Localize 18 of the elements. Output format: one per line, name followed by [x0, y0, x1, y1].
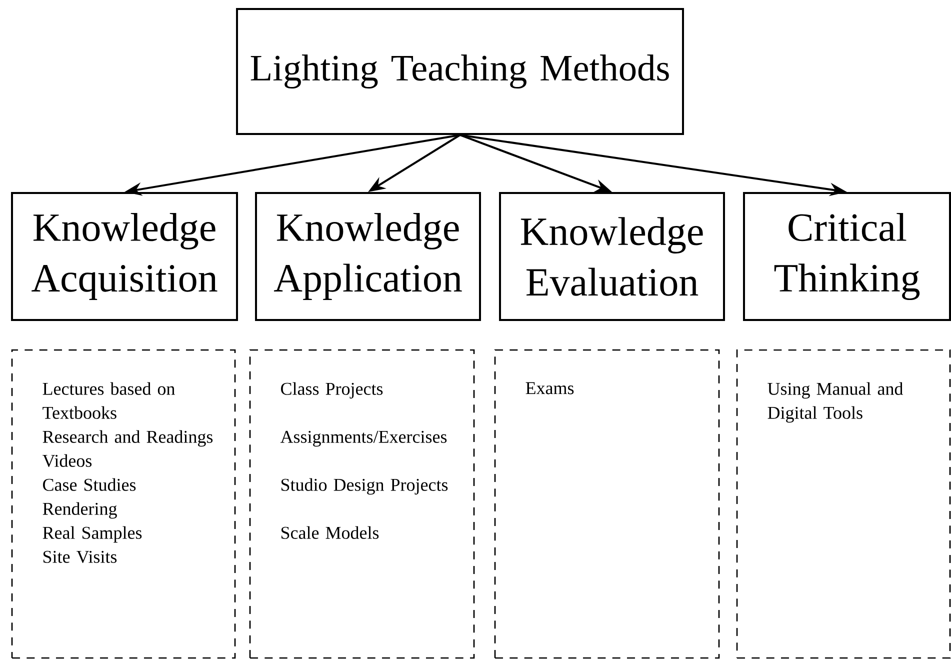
- list-item: Exams: [526, 382, 574, 394]
- category-box: Critical Thinking: [743, 192, 951, 321]
- list-item: Videos: [42, 454, 92, 468]
- list-item: Site Visits: [43, 550, 117, 564]
- list-item: Real Samples: [42, 526, 142, 543]
- list-item: Using Manual and Digital Tools: [768, 382, 904, 423]
- list-item: Case Studies: [43, 478, 136, 491]
- list-item: Studio Design Projects: [281, 478, 448, 495]
- category-box: Knowledge Acquisition: [11, 192, 238, 321]
- list-item: Assignments/Exercises: [280, 430, 447, 447]
- list-item: Research and Readings: [42, 430, 213, 447]
- list-item: Class Projects: [281, 382, 383, 399]
- category-box: Lighting Teaching Methods: [236, 8, 684, 135]
- list-item: Lectures based on Textbooks: [42, 382, 175, 419]
- category-box: Knowledge Evaluation: [499, 192, 725, 321]
- list-item: Rendering: [42, 502, 117, 519]
- category-box: Knowledge Application: [255, 192, 481, 321]
- list-item: Scale Models: [281, 526, 379, 539]
